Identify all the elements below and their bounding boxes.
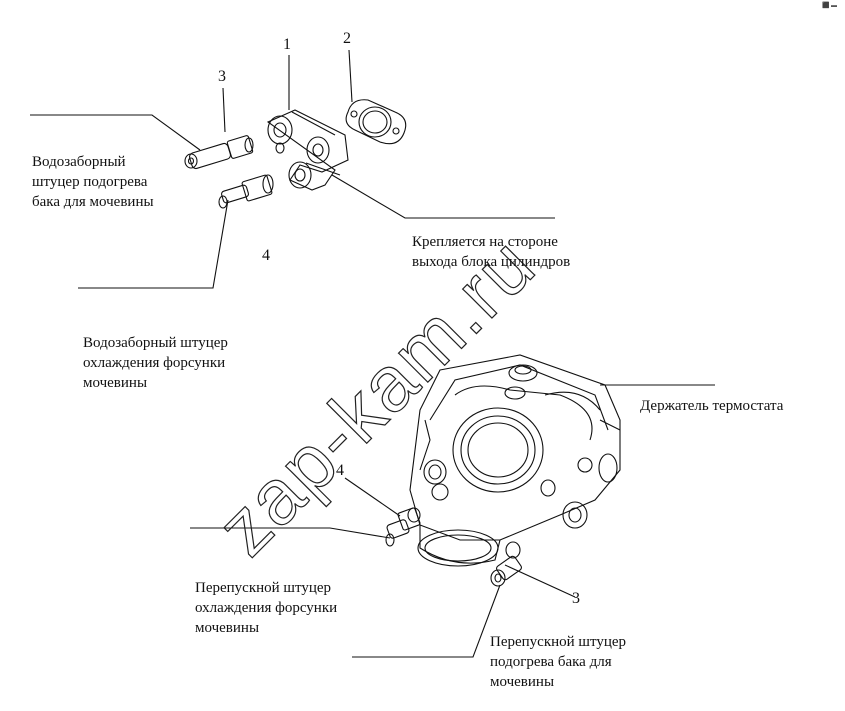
callout-4-bottom: 4 (336, 462, 344, 479)
gasket-2 (345, 99, 407, 145)
label-bypass-tank-heating: Перепускной штуцер подогрева бака для мо… (490, 634, 627, 690)
leader-left-top (30, 114, 201, 151)
leader-right-top (331, 174, 555, 219)
watermark-text: zap-kam.ru (200, 220, 552, 572)
callout-2: 2 (343, 30, 351, 47)
leader-bottom-left (190, 527, 391, 539)
label-water-intake-injector-cooling: Водозаборный штуцер охлаждения форсунки … (83, 335, 228, 391)
fitting-3-top (184, 135, 254, 170)
fitting-3-bottom (490, 541, 522, 587)
fitting-4-bottom (385, 507, 421, 547)
leader-bottom-right (352, 584, 501, 658)
label-thermostat-holder: Держатель термостата (640, 398, 784, 414)
callout-4-top: 4 (262, 247, 270, 264)
thermostat-housing (409, 354, 621, 567)
label-water-intake-tank-heating: Водозаборный штуцер подогрева бака для м… (32, 154, 154, 210)
leader-4-bottom (344, 477, 401, 517)
leader-3-top (222, 87, 226, 133)
leader-4-top (78, 199, 229, 289)
bracket-1 (266, 109, 349, 191)
callout-1: 1 (283, 36, 291, 53)
label-mounting-note: Крепляется на стороне выхода блока цилин… (412, 234, 571, 270)
corner-mark: ⬛ ▬ (822, 3, 837, 9)
label-bypass-injector-cooling: Перепускной штуцер охлаждения форсунки м… (195, 580, 338, 636)
callout-3-bottom: 3 (572, 590, 580, 607)
leader-3-bottom (504, 564, 576, 598)
fitting-4-top (218, 174, 274, 209)
leader-2 (348, 49, 353, 103)
callout-3-top: 3 (218, 68, 226, 85)
